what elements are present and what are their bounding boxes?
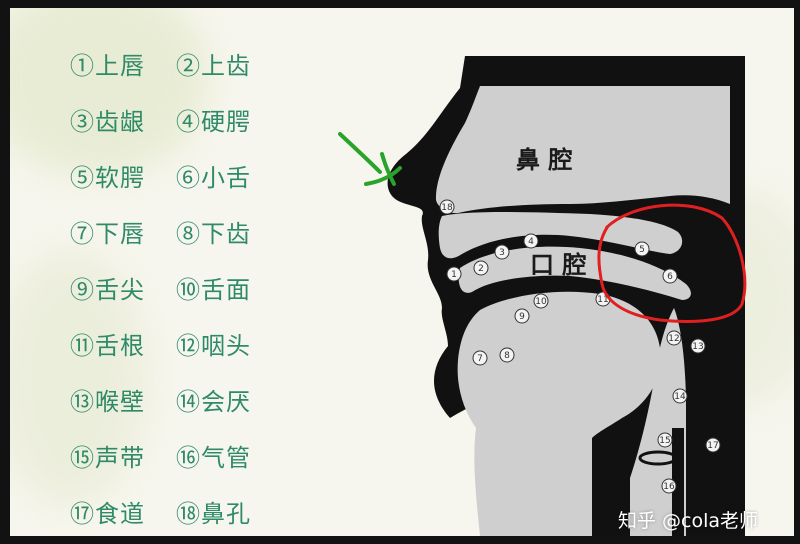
vocal-cords — [638, 450, 678, 466]
marker-label: 17 — [707, 441, 718, 451]
marker-label: 9 — [519, 312, 525, 322]
legend-item: ⑥小舌 — [176, 164, 251, 192]
marker-18: 18 — [439, 199, 455, 215]
marker-13: 13 — [690, 338, 706, 354]
palate — [438, 212, 683, 259]
marker-17: 17 — [705, 437, 721, 453]
marker-label: 6 — [667, 272, 673, 282]
marker-label: 15 — [659, 436, 670, 446]
marker-label: 5 — [639, 245, 645, 255]
legend-item: ④硬腭 — [176, 108, 251, 136]
marker-4: 4 — [523, 233, 539, 249]
marker-label: 12 — [668, 334, 679, 344]
marker-6: 6 — [662, 268, 678, 284]
legend-item: ⑭会厌 — [176, 388, 251, 416]
watermark: 知乎 @cola老师 — [618, 510, 759, 532]
legend-item: ⑰食道 — [70, 500, 145, 528]
marker-12: 12 — [666, 330, 682, 346]
legend-item: ③齿龈 — [70, 108, 145, 136]
green-arrow-annotation — [338, 132, 402, 186]
nasal-cavity-label: 鼻 腔 — [516, 145, 572, 174]
marker-7: 7 — [472, 350, 488, 366]
marker-10: 10 — [533, 293, 549, 309]
marker-label: 11 — [597, 295, 608, 305]
marker-label: 2 — [478, 264, 484, 274]
legend-item: ⑫咽头 — [176, 332, 251, 360]
marker-label: 14 — [674, 392, 686, 402]
marker-label: 10 — [535, 297, 547, 307]
legend-item: ⑬喉壁 — [70, 388, 145, 416]
marker-label: 8 — [504, 351, 510, 361]
legend-item: ①上唇 — [70, 52, 145, 80]
marker-16: 16 — [661, 478, 677, 494]
marker-label: 13 — [692, 342, 703, 352]
legend-item: ⑮声带 — [70, 444, 145, 472]
legend-item: ⑦下唇 — [70, 220, 145, 248]
marker-label: 16 — [663, 482, 675, 492]
figure-frame: ①上唇 ②上齿 ③齿龈 ④硬腭 ⑤软腭 ⑥小舌 ⑦下唇 ⑧下齿 ⑨舌尖 ⑩舌面 ⑪舌根 ⑫咽头 ⑬喉壁 ⑭… — [10, 8, 794, 536]
legend-item: ⑨舌尖 — [70, 276, 145, 304]
marker-5: 5 — [634, 241, 650, 257]
marker-1: 1 — [446, 266, 462, 282]
marker-label: 3 — [499, 248, 505, 258]
marker-label: 4 — [528, 237, 534, 247]
marker-15: 15 — [657, 432, 673, 448]
legend-item: ⑱鼻孔 — [176, 500, 251, 528]
background-wash — [10, 248, 150, 508]
marker-label: 1 — [451, 270, 457, 280]
nasal-cavity — [435, 86, 730, 214]
marker-14: 14 — [672, 388, 688, 404]
red-circle-annotation — [597, 203, 747, 323]
marker-label: 18 — [441, 203, 453, 213]
legend-item: ⑪舌根 — [70, 332, 145, 360]
legend-item: ②上齿 — [176, 52, 251, 80]
legend-item: ⑤软腭 — [70, 164, 145, 192]
marker-8: 8 — [499, 347, 515, 363]
legend-item: ⑩舌面 — [176, 276, 251, 304]
marker-9: 9 — [514, 308, 530, 324]
legend-item: ⑯气管 — [176, 444, 251, 472]
oral-cavity — [458, 246, 691, 300]
legend-item: ⑧下齿 — [176, 220, 251, 248]
oral-cavity-label: 口 腔 — [530, 250, 586, 279]
marker-label: 7 — [477, 354, 483, 364]
marker-3: 3 — [494, 244, 510, 260]
marker-2: 2 — [473, 260, 489, 276]
